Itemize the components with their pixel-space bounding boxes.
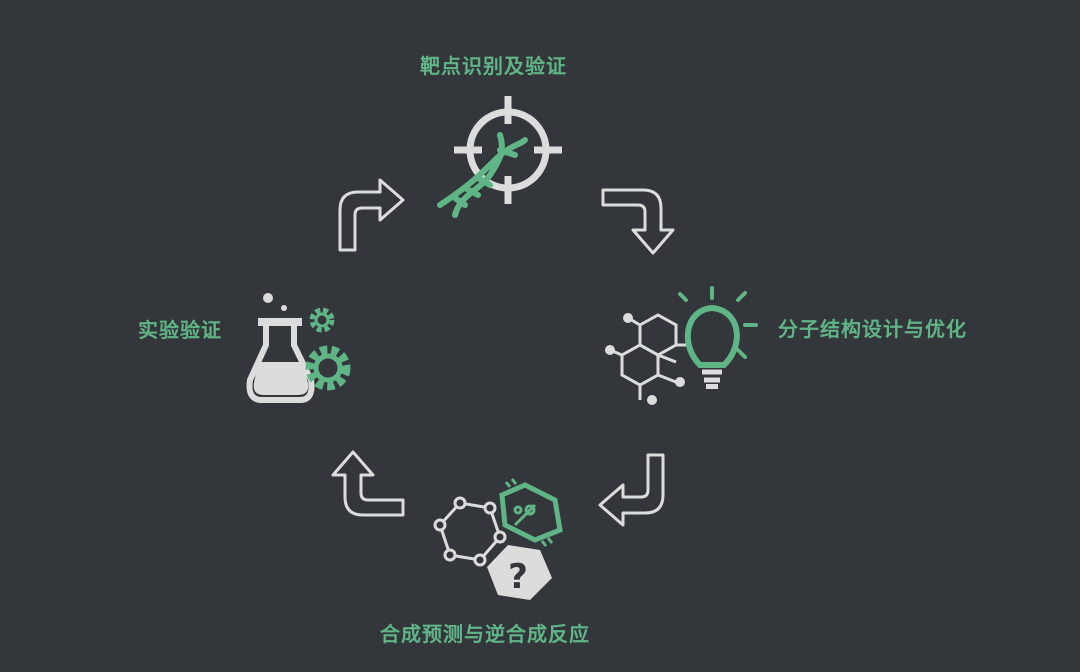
step-label-molecule-design: 分子结构设计与优化 — [778, 317, 967, 341]
arrow-top-right-icon — [601, 188, 675, 255]
arrow-bottom-left-icon — [331, 450, 405, 517]
arrow-bottom-right-icon — [598, 453, 665, 527]
step-label-experimental-validation: 实验验证 — [138, 318, 222, 342]
flask-gears-icon — [246, 293, 351, 403]
molecule-lightbulb-icon — [605, 286, 758, 405]
step-label-synthesis-prediction: 合成预测与逆合成反应 — [380, 622, 590, 646]
target-dna-icon — [437, 96, 562, 218]
question-mark: ? — [508, 557, 528, 597]
step-label-target-identification: 靶点识别及验证 — [420, 54, 567, 78]
arrow-top-left-icon — [338, 178, 405, 252]
molecule-chip-question-icon: ? — [433, 478, 563, 600]
